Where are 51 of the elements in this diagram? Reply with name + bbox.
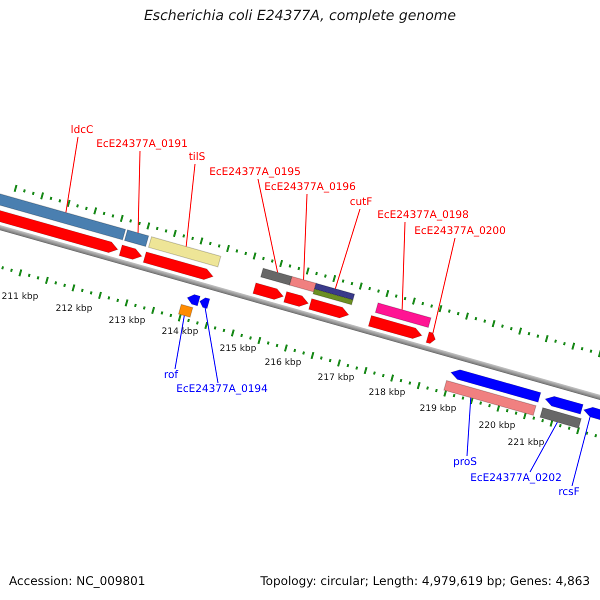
gene-feature bbox=[283, 276, 317, 308]
leader-line bbox=[303, 194, 308, 280]
scale-label: 213 kbp bbox=[108, 315, 146, 328]
gene-label: EcE24377A_0198 bbox=[377, 209, 469, 222]
gene-feature bbox=[582, 406, 600, 423]
leader-line bbox=[572, 416, 591, 486]
gene-label: proS bbox=[453, 456, 477, 469]
gene-label: cutF bbox=[350, 196, 372, 209]
gene-label: rcsF bbox=[558, 486, 580, 499]
gene-label: EcE24377A_0196 bbox=[264, 181, 356, 194]
scale-label: 220 kbp bbox=[478, 420, 516, 433]
leader-line bbox=[174, 315, 185, 370]
scale-label: 219 kbp bbox=[420, 403, 456, 416]
title: Escherichia coli E24377A, complete genome bbox=[144, 10, 456, 23]
scale-label: 215 kbp bbox=[220, 343, 256, 356]
leader-line bbox=[432, 238, 456, 334]
leader-line bbox=[334, 208, 360, 290]
leader-line bbox=[530, 422, 558, 472]
scale-label: 218 kbp bbox=[368, 387, 406, 400]
gene-feature bbox=[142, 236, 222, 280]
leader-line bbox=[466, 397, 472, 456]
gene-feature bbox=[252, 268, 293, 300]
leader-line bbox=[65, 136, 78, 213]
gene-feature bbox=[118, 229, 150, 260]
leader-line bbox=[402, 222, 406, 310]
scale-label: 221 kbp bbox=[508, 437, 544, 450]
scale-label: 217 kbp bbox=[318, 372, 354, 385]
gene-label: EcE24377A_0191 bbox=[96, 138, 188, 151]
scale-label: 212 kbp bbox=[56, 303, 92, 316]
gene-label: tilS bbox=[188, 151, 206, 164]
scale-label: 214 kbp bbox=[162, 326, 198, 339]
scale-label: 211 kbp bbox=[2, 291, 38, 304]
gene-label: EcE24377A_0195 bbox=[209, 166, 301, 179]
leader-line bbox=[258, 178, 278, 273]
gene-feature bbox=[308, 282, 356, 318]
gene-feature bbox=[199, 297, 210, 310]
gene-feature bbox=[539, 396, 584, 429]
leader-line bbox=[204, 308, 218, 384]
leader-line bbox=[186, 164, 196, 247]
gene-label: EcE24377A_0200 bbox=[414, 225, 506, 238]
gene-label: EcE24377A_0194 bbox=[176, 383, 268, 396]
gene-feature bbox=[426, 331, 436, 344]
gene-label: ldcC bbox=[70, 124, 94, 137]
gene-label: rof bbox=[164, 369, 178, 382]
gene-feature bbox=[178, 294, 201, 318]
scale-label: 216 kbp bbox=[264, 357, 302, 370]
footer-text: Accession: NC_009801 bbox=[9, 575, 146, 588]
footer-text: Topology: circular; Length: 4,979,619 bp; Genes: 4,863 bbox=[260, 575, 590, 588]
leader-line bbox=[138, 150, 140, 234]
gene-feature bbox=[368, 302, 432, 340]
gene-label: EcE24377A_0202 bbox=[470, 472, 562, 485]
